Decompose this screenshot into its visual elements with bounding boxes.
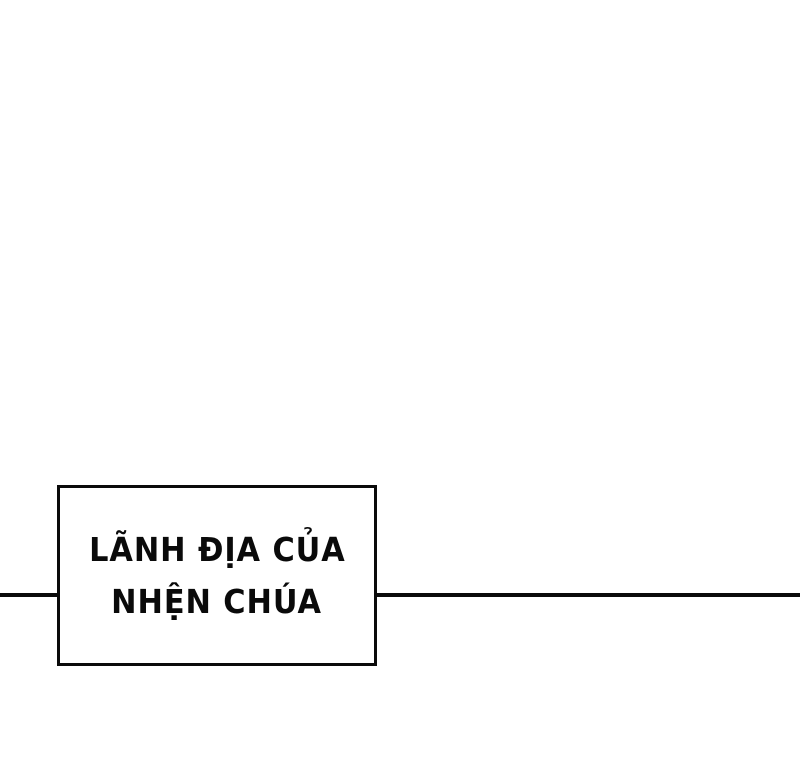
chapter-title-box: LÃNH ĐỊA CỦA NHỆN CHÚA bbox=[57, 485, 377, 666]
chapter-title-line-2: NHỆN CHÚA bbox=[111, 581, 323, 621]
divider-line-right bbox=[376, 593, 800, 597]
divider-line-left bbox=[0, 593, 60, 597]
chapter-title-line-1: LÃNH ĐỊA CỦA bbox=[88, 529, 346, 569]
